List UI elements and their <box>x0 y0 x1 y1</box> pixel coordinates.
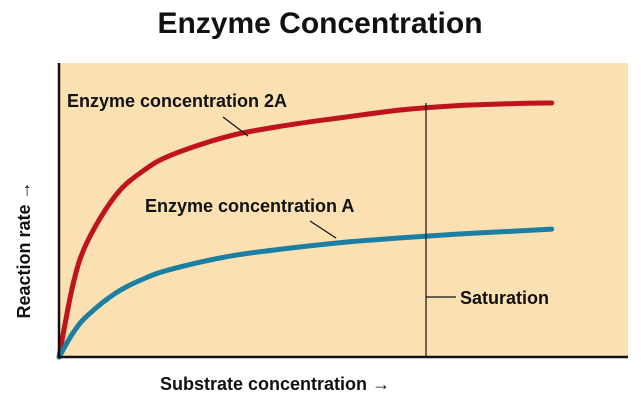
y-axis-label: Reaction rate → <box>14 181 34 318</box>
x-axis-arrow: → <box>372 374 390 394</box>
y-axis-label-text: Reaction rate <box>14 204 34 318</box>
chart-title: Enzyme Concentration <box>157 7 482 40</box>
x-axis-label: Substrate concentration → <box>160 374 390 394</box>
x-axis-label-text: Substrate concentration <box>160 374 367 394</box>
series-label-2a: Enzyme concentration 2A <box>67 91 287 111</box>
series-line-a <box>56 226 555 360</box>
plot-background <box>59 63 628 357</box>
series-label-a-leader <box>309 220 337 239</box>
series-label-a: Enzyme concentration A <box>145 196 354 216</box>
y-axis-arrow: → <box>14 181 34 199</box>
series-line-2a <box>56 100 555 360</box>
series-label-2a-leader <box>222 116 249 137</box>
saturation-label: Saturation <box>460 288 549 308</box>
